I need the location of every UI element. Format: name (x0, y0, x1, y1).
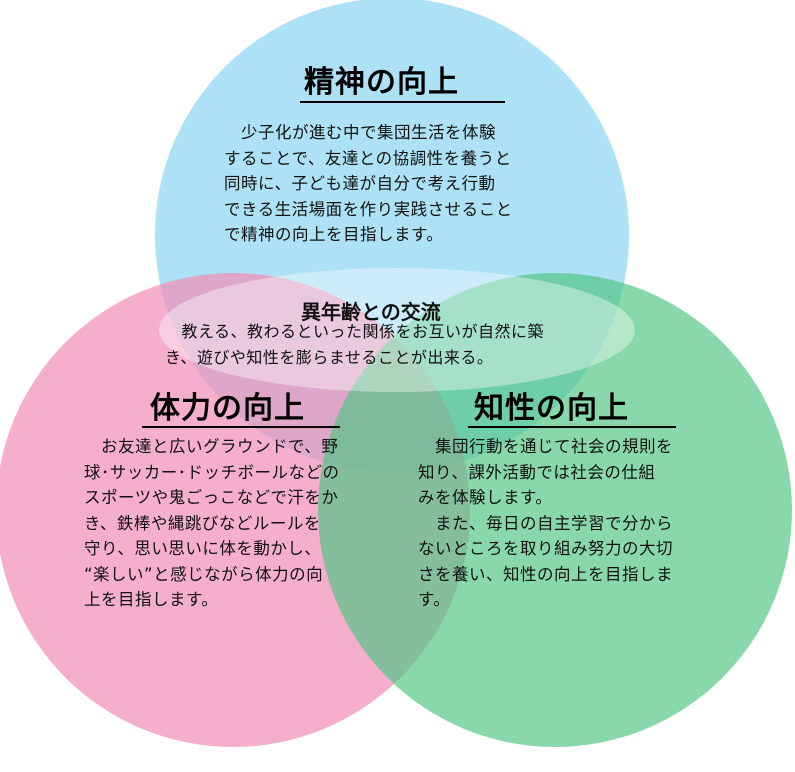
physical-title: 体力の向上 (150, 391, 305, 426)
physical-title-underline (142, 426, 340, 428)
exchange-title: 異年齢との交流 (301, 300, 441, 324)
spirit-description: 少子化が進む中で集団生活を体験 することで、友達との協調性を養うと 同時に、子ど… (224, 123, 513, 244)
intellect-description: 集団行動を通じて社会の規則を 知り、課外活動では社会の仕組 みを体験します。 ま… (418, 437, 673, 609)
exchange-description: 教える、教わるといった関係をお互いが自然に築 き、遊びや知性を膨らませることが出… (165, 322, 545, 367)
spirit-title-underline (300, 101, 505, 103)
intellect-title-underline (468, 426, 676, 428)
exchange-ellipse (159, 268, 635, 392)
intellect-title: 知性の向上 (474, 391, 629, 426)
spirit-title: 精神の向上 (304, 65, 459, 100)
physical-description: お友達と広いグラウンドで、野 球･サッカー･ドッチボールなどの スポーツや鬼ごっ… (84, 437, 340, 609)
intellect-circle (318, 273, 792, 747)
